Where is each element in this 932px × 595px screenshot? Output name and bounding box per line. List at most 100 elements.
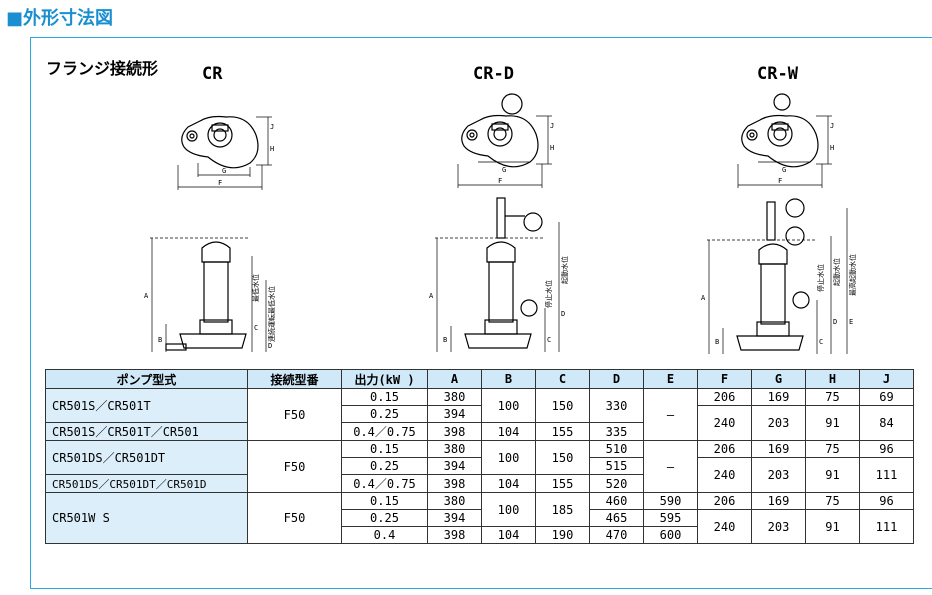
- cr-dim-b: B: [158, 336, 162, 344]
- crd-dim-a: A: [429, 292, 434, 300]
- dim-cell: —: [643, 440, 698, 493]
- col-header: C: [535, 369, 590, 389]
- dim-cell: 150: [535, 388, 590, 423]
- dim-cell: 150: [535, 440, 590, 475]
- dim-cell: 69: [859, 388, 914, 406]
- dim-cell: 595: [643, 509, 698, 527]
- dim-cell: 240: [697, 509, 752, 544]
- dim-cell: 590: [643, 492, 698, 510]
- table-row: CR501S／CR501T F50 0.15 380 100 150 330 —…: [45, 388, 914, 441]
- cr-dim-d: D: [268, 342, 272, 350]
- model-crd-label: CR-D: [473, 64, 514, 84]
- crd-side-view-diagram: A B C D 停止水位 起動水位: [429, 197, 569, 352]
- crw-dim-g: G: [782, 166, 786, 174]
- output-cell: 0.4／0.75: [341, 474, 428, 493]
- section-title: ■外形寸法図: [6, 8, 114, 29]
- crd-dim-g: G: [502, 166, 506, 174]
- crd-dim-c: C: [547, 336, 551, 344]
- crw-dim-a: A: [701, 294, 706, 302]
- dim-cell: 380: [427, 388, 482, 406]
- crw-max-start-water-label: 最高起動水位: [848, 254, 857, 296]
- model-crw-label: CR-W: [757, 64, 798, 84]
- dim-cell: 75: [805, 440, 860, 458]
- crw-dim-h: H: [830, 144, 834, 152]
- cr-dim-f: F: [218, 179, 222, 187]
- dim-cell: 380: [427, 492, 482, 510]
- dim-cell: 100: [481, 388, 536, 423]
- dim-cell: 398: [427, 474, 482, 493]
- output-cell: 0.15: [341, 492, 428, 510]
- crw-start-water-label: 起動水位: [832, 258, 841, 286]
- dim-cell: 75: [805, 492, 860, 510]
- dim-cell: 111: [859, 457, 914, 493]
- dim-cell: 111: [859, 509, 914, 544]
- crd-start-water-label: 起動水位: [560, 256, 569, 284]
- dim-cell: 104: [481, 474, 536, 493]
- output-cell: 0.15: [341, 388, 428, 406]
- col-header: ポンプ型式: [45, 369, 248, 389]
- col-header: G: [751, 369, 806, 389]
- content-frame: [30, 37, 932, 589]
- cr-dim-a: A: [144, 292, 149, 300]
- dim-cell: 91: [805, 405, 860, 441]
- col-header: B: [481, 369, 536, 389]
- dim-cell: 185: [535, 492, 590, 527]
- cr-side-view-diagram: A B C D 最低水位 連続運転最低水位: [144, 237, 276, 352]
- model-name-cell: CR501DS／CR501DT／CR501D: [45, 474, 248, 493]
- output-cell: 0.4／0.75: [341, 422, 428, 441]
- dim-cell: 206: [697, 492, 752, 510]
- dim-cell: 398: [427, 526, 482, 544]
- model-name-cell: CR501W S: [45, 492, 248, 544]
- crd-dim-f: F: [498, 177, 502, 185]
- crw-dim-e: E: [849, 318, 853, 326]
- dim-cell: 84: [859, 405, 914, 441]
- dim-cell: 206: [697, 388, 752, 406]
- dim-cell: 91: [805, 509, 860, 544]
- table-row: 0.4 398 104 190 470 600: [46, 526, 914, 544]
- dim-cell: 394: [427, 405, 482, 423]
- dim-cell: 203: [751, 405, 806, 441]
- col-header: A: [427, 369, 482, 389]
- dim-cell: 380: [427, 440, 482, 458]
- col-header: D: [589, 369, 644, 389]
- dim-cell: 91: [805, 457, 860, 493]
- model-name-cell: CR501S／CR501T／CR501: [45, 422, 248, 441]
- header-row: ポンプ型式 接続型番 出力(kW ) A B C D E F G H J: [45, 369, 914, 389]
- col-header: 接続型番: [247, 369, 342, 389]
- crd-dim-h: H: [550, 144, 554, 152]
- dim-cell: 100: [481, 440, 536, 475]
- dim-cell: 169: [751, 388, 806, 406]
- model-cr-label: CR: [202, 64, 223, 84]
- conn-cell: F50: [247, 388, 342, 441]
- crw-dim-d: D: [833, 318, 837, 326]
- crd-dim-j: J: [550, 122, 554, 130]
- model-name-cell: CR501DS／CR501DT: [45, 440, 248, 475]
- output-cell: 0.4: [341, 526, 428, 544]
- crd-stop-water-label: 停止水位: [544, 280, 553, 308]
- model-name-cell: CR501S／CR501T: [45, 388, 248, 423]
- crw-dim-f: F: [778, 177, 782, 185]
- dim-cell: 104: [481, 526, 536, 544]
- crw-dim-b: B: [715, 338, 719, 346]
- crd-dim-b: B: [443, 336, 447, 344]
- dim-cell: 169: [751, 492, 806, 510]
- crw-stop-water-label: 停止水位: [816, 264, 825, 292]
- dim-cell: 335: [589, 422, 644, 441]
- dim-cell: 394: [427, 509, 482, 527]
- subtitle: フランジ接続形: [46, 59, 159, 78]
- table-row: CR501DS／CR501DT F50 0.15 380 100 150 510…: [45, 440, 914, 493]
- dim-cell: 155: [535, 474, 590, 493]
- output-cell: 0.15: [341, 440, 428, 458]
- cr-dim-j: J: [270, 123, 274, 131]
- crw-dim-j: J: [830, 122, 834, 130]
- dim-cell: 398: [427, 422, 482, 441]
- dim-cell: 100: [481, 492, 536, 527]
- dim-cell: 460: [589, 492, 644, 510]
- cr-dim-g: G: [222, 167, 226, 175]
- dim-cell: 600: [643, 526, 698, 544]
- table-row: 0.25 394 465 595 240 203 91 111: [46, 509, 914, 544]
- dim-cell: —: [643, 388, 698, 441]
- crd-dim-d: D: [561, 310, 565, 318]
- conn-cell: F50: [247, 440, 342, 493]
- dim-cell: 330: [589, 388, 644, 423]
